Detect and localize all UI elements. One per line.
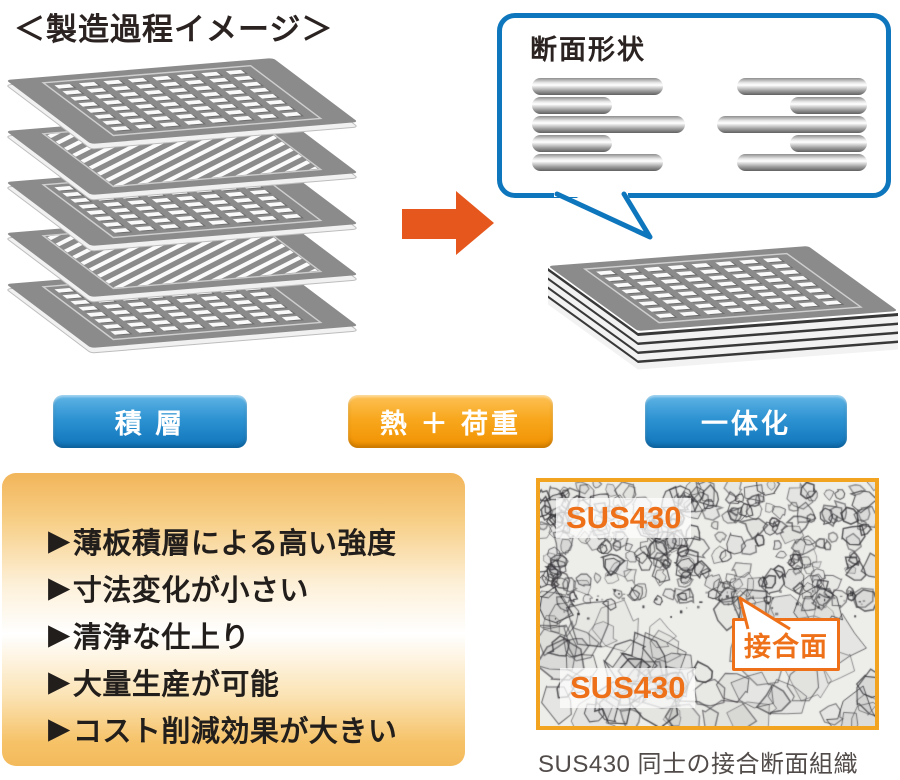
benefit-text: 大量生産が可能: [72, 668, 280, 701]
page-title: ＜製造過程イメージ＞: [14, 12, 334, 47]
cross-section-bar: [532, 154, 663, 171]
bubble-label: 断面形状: [530, 35, 646, 65]
benefit-text: 薄板積層による高い強度: [72, 527, 397, 560]
sus430-label-top: SUS430: [556, 498, 692, 538]
triangle-bullet-icon: ▶: [48, 619, 71, 651]
callout-tail-icon: [738, 596, 791, 631]
process-arrow-icon: [402, 191, 494, 255]
cross-section-bar: [532, 78, 663, 95]
bubble-tail-icon: [554, 183, 653, 240]
micrograph-caption: SUS430 同士の接合断面組織: [538, 751, 859, 778]
cross-section-bar: [532, 116, 685, 133]
cross-section-bar: [737, 154, 867, 171]
micrograph-panel: SUS430 SUS430 接合面: [536, 478, 879, 730]
benefit-item: ▶清浄な仕上り: [48, 611, 465, 658]
benefit-item: ▶大量生産が可能: [48, 658, 465, 705]
cross-section-bar: [532, 135, 612, 152]
bonded-stack-illustration: [547, 245, 899, 370]
cross-section-bubble: 断面形状: [497, 13, 891, 198]
benefit-text: 寸法変化が小さい: [72, 574, 309, 607]
benefit-text: コスト削減効果が大きい: [72, 715, 398, 748]
step-badge-integration: 一体化: [645, 395, 847, 448]
cross-section-bar: [790, 97, 867, 114]
triangle-bullet-icon: ▶: [48, 713, 71, 745]
benefit-text: 清浄な仕上り: [72, 621, 250, 654]
benefit-item: ▶コスト削減効果が大きい: [48, 705, 465, 752]
step-badge-heat-load: 熱 ＋ 荷重: [348, 395, 553, 448]
triangle-bullet-icon: ▶: [48, 666, 71, 698]
benefit-item: ▶寸法変化が小さい: [48, 564, 465, 611]
stacked-plates-illustration: [0, 54, 491, 354]
sus430-label-bottom: SUS430: [560, 668, 696, 708]
triangle-bullet-icon: ▶: [48, 525, 71, 557]
benefits-panel: ▶薄板積層による高い強度 ▶寸法変化が小さい ▶清浄な仕上り ▶大量生産が可能 …: [2, 473, 465, 766]
cross-section-bar: [737, 78, 867, 95]
benefit-item: ▶薄板積層による高い強度: [48, 517, 465, 564]
step-badge-lamination: 積 層: [53, 395, 247, 448]
cross-section-bar: [790, 135, 867, 152]
triangle-bullet-icon: ▶: [48, 572, 71, 604]
cross-section-bar: [717, 116, 867, 133]
cross-section-bar: [532, 97, 612, 114]
